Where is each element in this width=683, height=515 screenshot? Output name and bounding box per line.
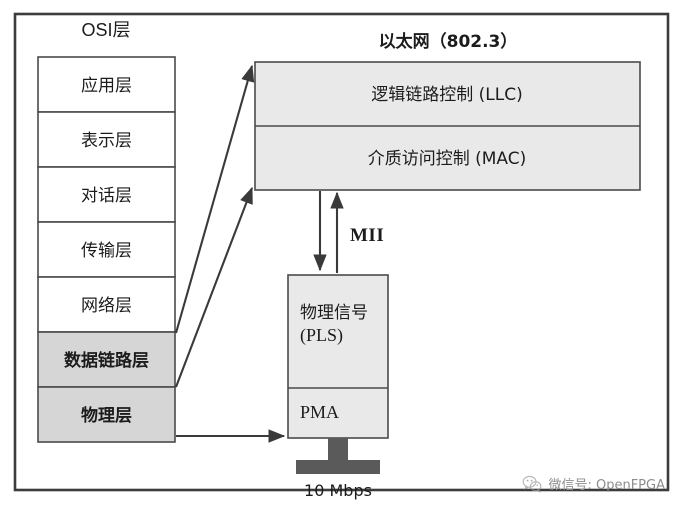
- physical-signalling-block: 物理信号 (PLS) PMA: [287, 274, 389, 439]
- osi-layer-label: 应用层: [81, 76, 132, 96]
- osi-layer-physical: 物理层: [37, 386, 176, 443]
- pls-label-line1: 物理信号: [300, 303, 368, 323]
- osi-layer-network: 网络层: [37, 276, 176, 333]
- mapping-arrow-to-mac: [175, 186, 253, 388]
- figure-border: [13, 12, 670, 492]
- osi-layer-presentation: 表示层: [37, 111, 176, 168]
- osi-layer-application: 应用层: [37, 56, 176, 113]
- pma-label: PMA: [300, 402, 339, 422]
- osi-layer-label: 物理层: [81, 405, 132, 426]
- medium-label: 10 Mbps: [304, 481, 372, 500]
- wechat-icon: [523, 475, 542, 493]
- watermark: 微信号: OpenFPGA: [522, 474, 665, 493]
- medium-connector: [296, 438, 380, 474]
- ethernet-sublayer-mac: 介质访问控制 (MAC): [368, 149, 527, 169]
- mapping-arrow-to-llc: [174, 64, 255, 334]
- watermark-text: 微信号: OpenFPGA: [548, 478, 665, 493]
- osi-layer-data-link: 数据链路层: [37, 331, 176, 388]
- ethernet-title: 以太网（802.3）: [379, 31, 518, 52]
- osi-stack-title: OSI层: [81, 20, 130, 40]
- ethernet-block: 逻辑链路控制 (LLC) 介质访问控制 (MAC): [254, 61, 641, 191]
- osi-layer-label: 数据链路层: [64, 350, 149, 371]
- ethernet-sublayer-llc: 逻辑链路控制 (LLC): [371, 85, 522, 105]
- osi-layer-label: 传输层: [81, 241, 132, 261]
- mii-label: MII: [350, 225, 384, 246]
- osi-layer-label: 对话层: [81, 186, 132, 206]
- osi-layer-session: 对话层: [37, 166, 176, 223]
- osi-layer-label: 表示层: [81, 131, 132, 151]
- pls-label-line2: (PLS): [300, 325, 343, 346]
- osi-layer-label: 网络层: [81, 296, 132, 316]
- osi-layer-transport: 传输层: [37, 221, 176, 278]
